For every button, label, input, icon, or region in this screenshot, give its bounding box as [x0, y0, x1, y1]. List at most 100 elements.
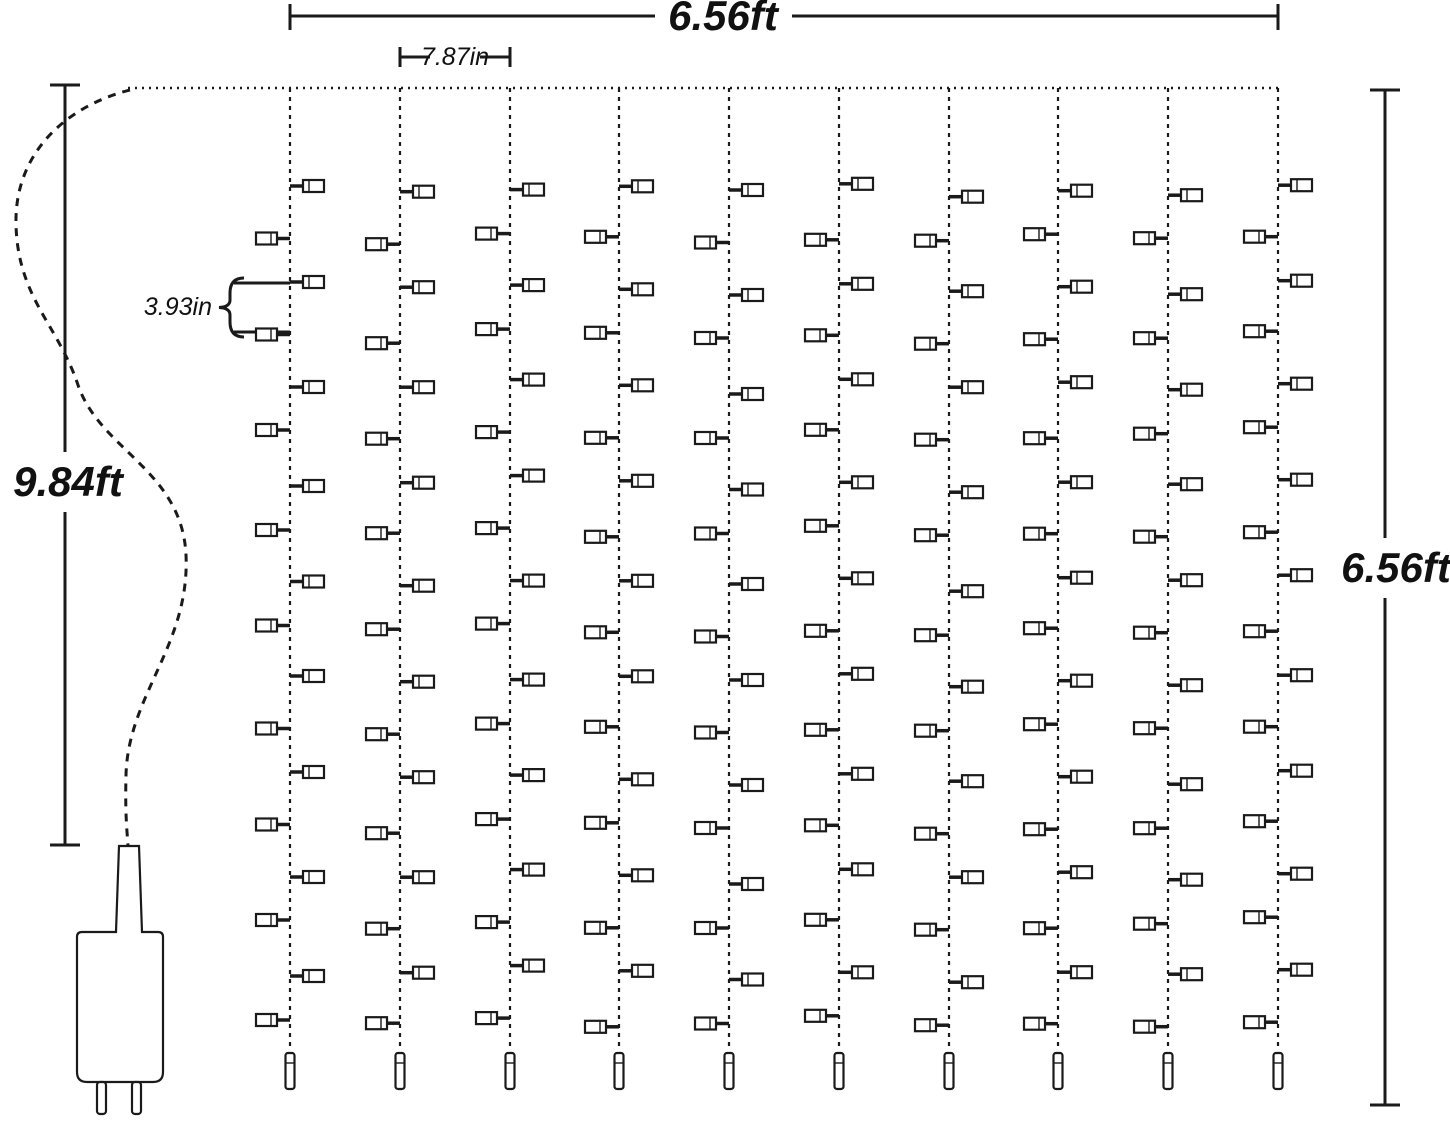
led-bulb	[803, 518, 839, 533]
led-bulb	[364, 336, 400, 351]
lead-wire-dimension: 9.84ft	[13, 83, 125, 847]
led-bulb	[949, 284, 985, 299]
led-bulb	[510, 278, 546, 293]
led-bulb	[583, 719, 619, 734]
led-bulb	[254, 618, 290, 633]
led-bulb	[1168, 967, 1204, 982]
led-bulb	[1132, 721, 1168, 736]
led-bulb	[254, 327, 290, 342]
led-bulb	[400, 380, 436, 395]
led-bulb	[1058, 475, 1094, 490]
led-bulb	[949, 679, 985, 694]
led-bulb	[400, 475, 436, 490]
led-bulb	[693, 920, 729, 936]
led-bulb	[1022, 621, 1058, 636]
led-bulb	[1242, 910, 1278, 925]
led-bulb	[254, 422, 290, 438]
led-bulb	[1242, 229, 1278, 244]
light-strand	[583, 88, 655, 1091]
led-bulb	[913, 528, 949, 543]
led-bulb	[290, 968, 326, 984]
led-bulb	[839, 571, 875, 586]
led-bulb	[729, 972, 765, 987]
led-bulb	[1022, 227, 1058, 242]
led-bulb	[1242, 420, 1278, 435]
led-bulb	[364, 237, 400, 252]
led-bulb	[949, 380, 985, 395]
led-bulb	[254, 522, 290, 538]
light-strand	[1022, 88, 1094, 1091]
strand-end-connector	[284, 1051, 296, 1091]
led-bulb	[1058, 673, 1094, 688]
led-bulb	[474, 716, 510, 731]
led-bulb	[913, 336, 949, 351]
led-bulb	[474, 520, 510, 536]
strand-end-connector	[723, 1051, 735, 1091]
led-bulb	[1022, 526, 1058, 541]
led-bulb	[1022, 332, 1058, 347]
curly-brace	[218, 276, 245, 339]
led-bulb	[1278, 568, 1314, 583]
led-bulb	[693, 725, 729, 740]
led-bulb	[619, 378, 655, 393]
led-bulb	[803, 232, 839, 247]
led-bulb	[1022, 1016, 1058, 1031]
led-bulb	[1168, 678, 1204, 693]
strand-end-connector	[1272, 1051, 1284, 1091]
strand-end-connector	[943, 1051, 955, 1091]
led-bulb	[839, 372, 875, 387]
led-bulb	[1058, 965, 1094, 980]
led-bulb	[510, 182, 546, 197]
led-bulb	[1242, 624, 1278, 639]
led-bulb	[254, 912, 290, 928]
led-bulb	[949, 485, 985, 500]
led-bulb	[803, 912, 839, 927]
led-bulb	[474, 226, 510, 241]
led-bulb	[839, 475, 875, 490]
led-bulb	[510, 767, 546, 783]
led-bulb	[364, 921, 400, 936]
led-bulb	[729, 182, 765, 198]
led-bulb	[583, 325, 619, 340]
led-bulb	[1058, 865, 1094, 880]
led-bulb	[400, 184, 436, 199]
strand-end-connector	[613, 1051, 625, 1091]
led-bulb	[693, 526, 729, 541]
led-bulb	[1242, 719, 1278, 734]
led-bulb	[290, 478, 326, 494]
led-bulb	[364, 727, 400, 742]
led-bulb	[364, 826, 400, 841]
led-bulb	[1132, 625, 1168, 640]
led-bulb	[1242, 814, 1278, 829]
led-bulb	[400, 770, 436, 785]
led-bulb	[949, 975, 985, 990]
led-bulb	[839, 766, 875, 781]
lead-wire-length-label: 9.84ft	[13, 458, 125, 505]
led-bulb	[693, 629, 729, 644]
led-bulb	[619, 868, 655, 883]
led-bulb	[1132, 426, 1168, 441]
led-bulb	[913, 1018, 949, 1033]
led-bulb	[1022, 921, 1058, 936]
strand-end-connector	[1052, 1051, 1064, 1091]
led-bulb	[364, 1016, 400, 1031]
led-bulb	[510, 372, 546, 387]
light-strand	[364, 88, 436, 1091]
led-bulb	[510, 672, 546, 687]
light-strand	[474, 88, 546, 1091]
led-bulb	[619, 473, 655, 488]
bulb-spacing-dimension: 3.93in	[144, 276, 290, 339]
led-bulb	[949, 870, 985, 885]
led-bulb	[619, 963, 655, 978]
strand-end-connector	[833, 1051, 845, 1091]
led-bulb	[803, 623, 839, 638]
led-bulb	[839, 666, 875, 681]
led-bulb	[1278, 273, 1314, 288]
led-bulb	[1058, 279, 1094, 294]
led-bulb	[400, 965, 436, 980]
strand-end-connector	[504, 1051, 516, 1091]
led-bulb	[474, 811, 510, 827]
led-bulb	[729, 482, 765, 497]
led-bulb	[1132, 1019, 1168, 1034]
